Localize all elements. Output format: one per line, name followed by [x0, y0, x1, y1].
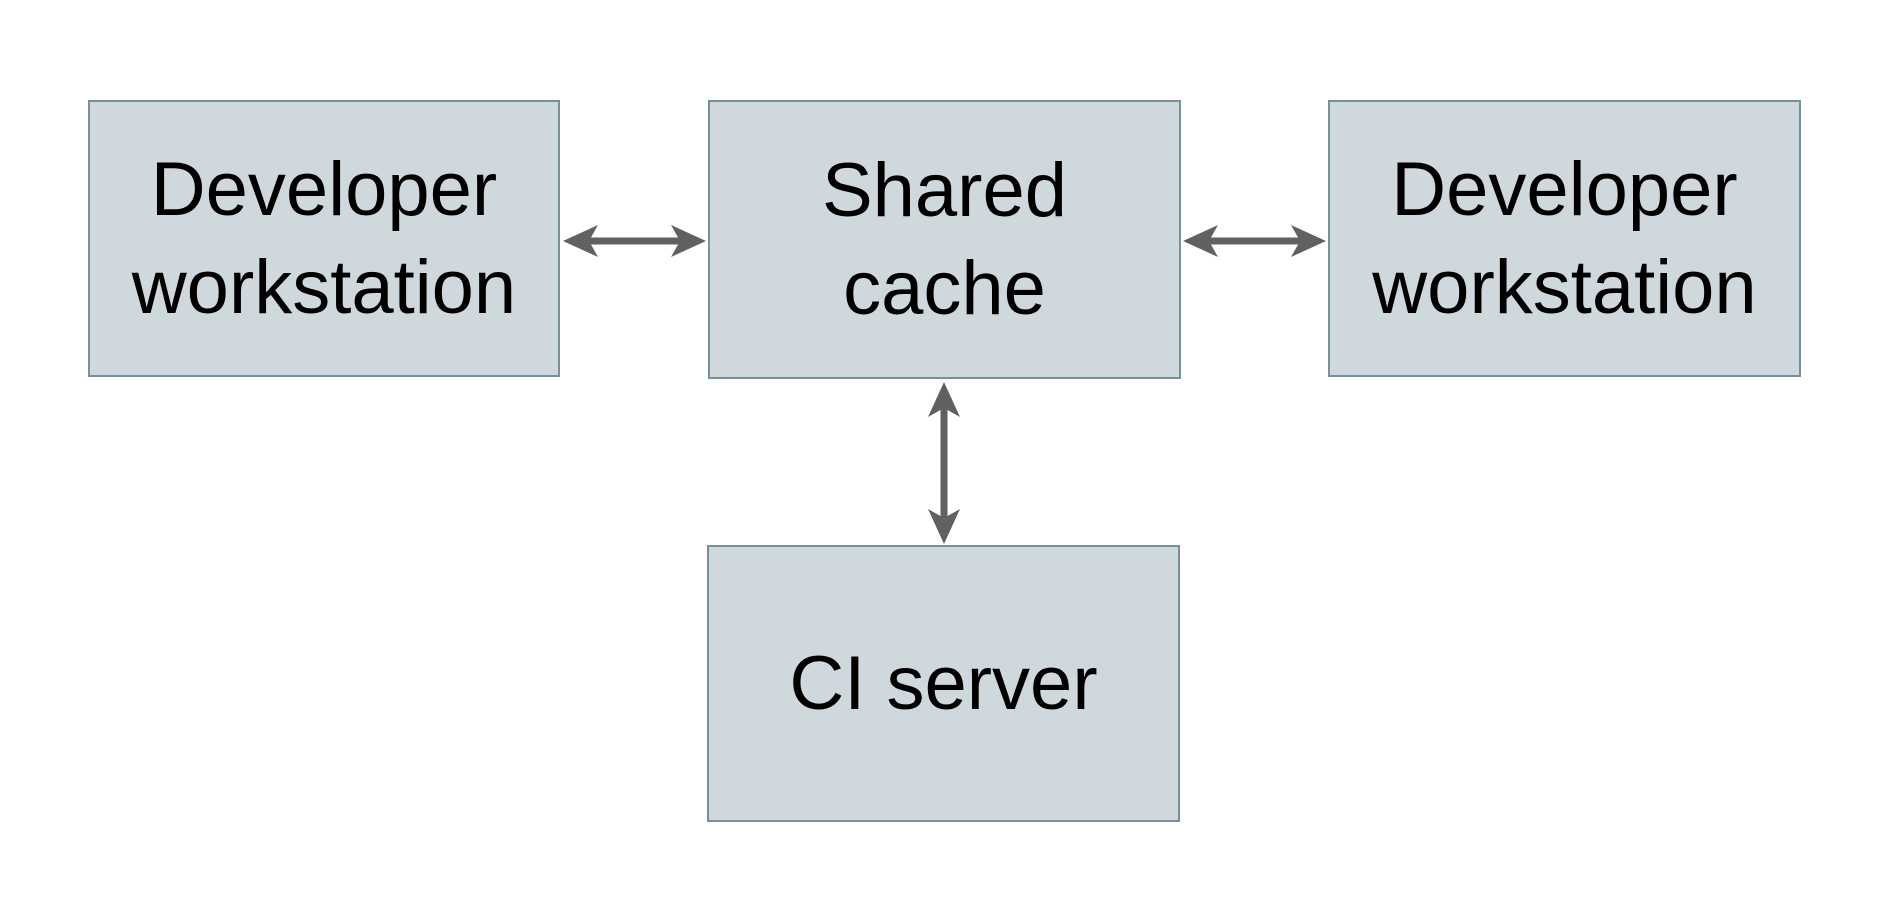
edge-cache-ci: [928, 382, 960, 544]
edge-devleft-cache: [563, 225, 706, 257]
node-ci-server-label: CI server: [789, 640, 1098, 726]
arrowhead-up-icon: [928, 382, 960, 417]
node-developer-workstation-right: Developer workstation: [1328, 100, 1801, 377]
arrowhead-left-icon: [563, 225, 598, 257]
arrowhead-right-icon: [671, 225, 706, 257]
node-developer-workstation-left-label: Developer workstation: [131, 147, 517, 330]
arrowhead-left-icon: [1183, 225, 1218, 257]
node-shared-cache: Shared cache: [708, 100, 1181, 379]
node-shared-cache-label: Shared cache: [821, 148, 1068, 331]
arrowhead-right-icon: [1291, 225, 1326, 257]
node-developer-workstation-right-label: Developer workstation: [1372, 147, 1757, 330]
node-developer-workstation-left: Developer workstation: [88, 100, 560, 377]
edge-cache-devright: [1183, 225, 1326, 257]
arrowhead-down-icon: [928, 509, 960, 544]
node-ci-server: CI server: [707, 545, 1180, 822]
